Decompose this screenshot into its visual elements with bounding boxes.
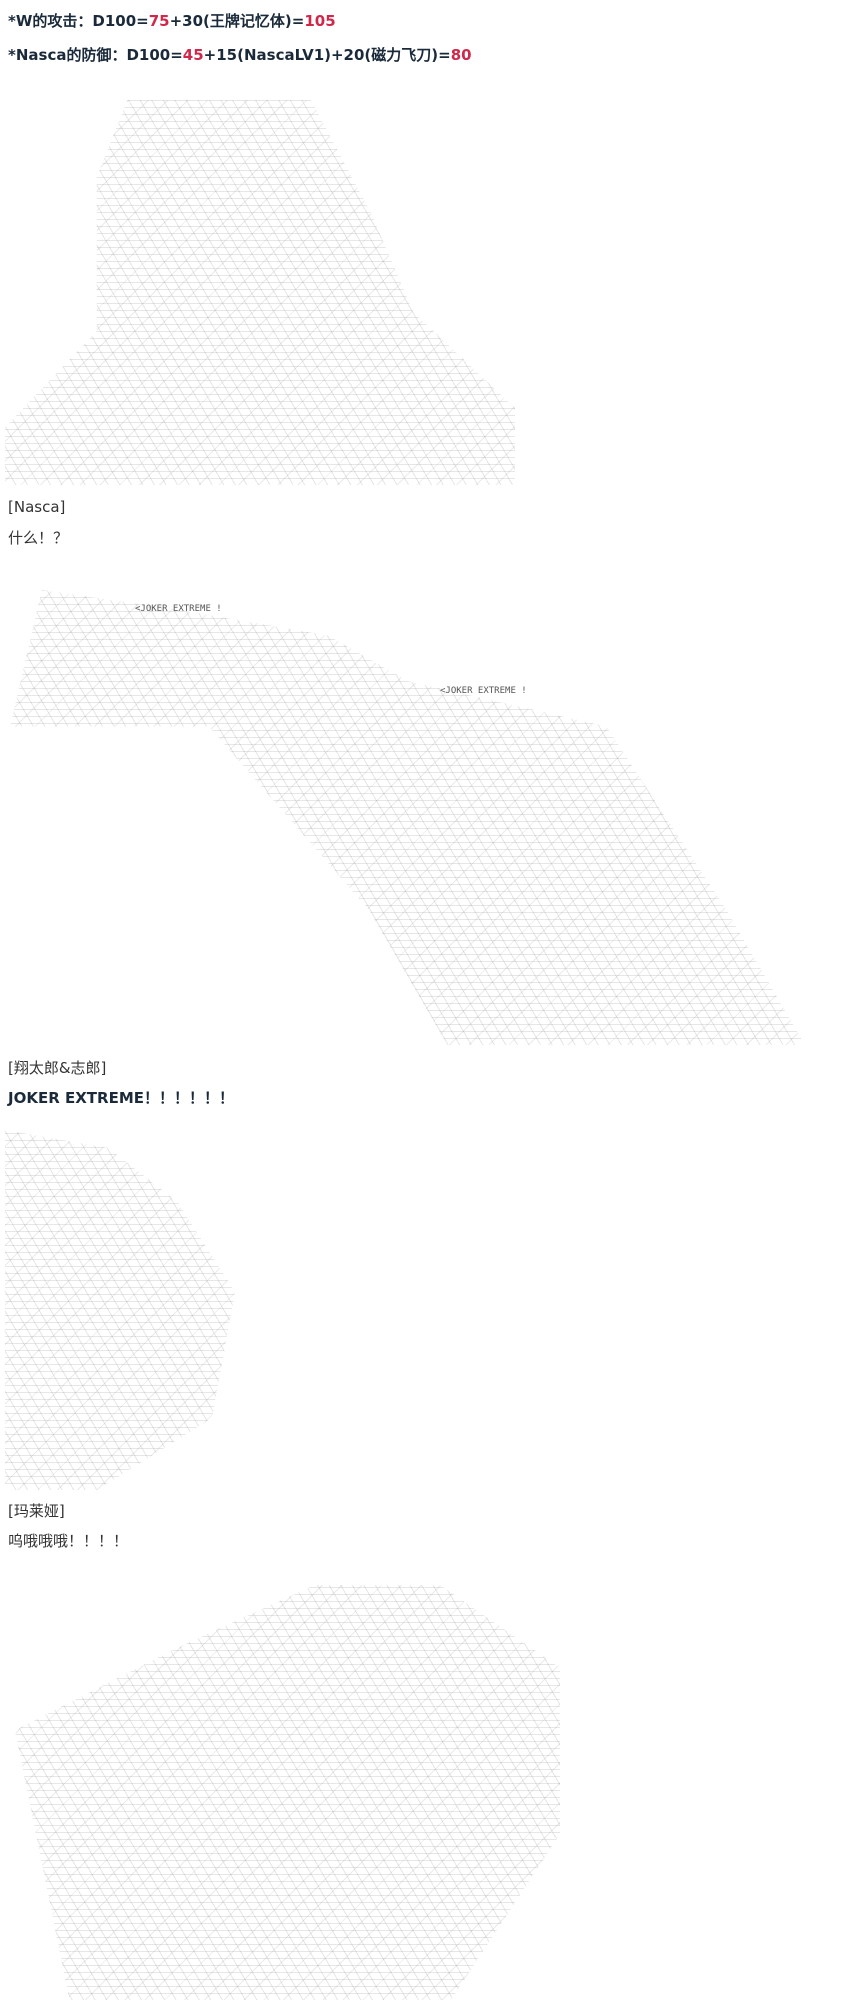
- ascii-art-joker-extreme: [10, 590, 805, 1045]
- speaker-label: [玛莱娅]: [8, 1502, 65, 1520]
- nasca-defense-roll: *Nasca的防御：D100=45+15(NascaLV1)+20(磁力飞刀)=…: [8, 44, 472, 65]
- ascii-art-maria: [5, 1130, 235, 1490]
- dialogue-line: 呜哦哦哦！！！！: [8, 1532, 129, 1550]
- roll-total: 105: [304, 12, 336, 30]
- roll-text: *W的攻击：D100=: [8, 12, 149, 30]
- roll-text: +30(王牌记忆体)=: [169, 12, 305, 30]
- roll-value: 75: [148, 12, 170, 30]
- dialogue-line: 什么！？: [8, 529, 69, 547]
- ascii-art-w-final: [15, 1585, 560, 2000]
- roll-value: 45: [182, 46, 204, 64]
- w-attack-roll: *W的攻击：D100=75+30(王牌记忆体)=105: [8, 10, 336, 31]
- roll-text: +15(NascaLV1)+20(磁力飞刀)=: [203, 46, 451, 64]
- ascii-art-nasca: [5, 100, 515, 485]
- speaker-label: [翔太郎&志郎]: [8, 1059, 107, 1077]
- dialogue-line: JOKER EXTREME！！！！！！: [8, 1089, 234, 1107]
- art-caption: <JOKER EXTREME !: [440, 686, 527, 696]
- roll-total: 80: [450, 46, 472, 64]
- roll-text: *Nasca的防御：D100=: [8, 46, 183, 64]
- speaker-label: [Nasca]: [8, 498, 66, 516]
- art-caption: <JOKER EXTREME !: [135, 604, 222, 614]
